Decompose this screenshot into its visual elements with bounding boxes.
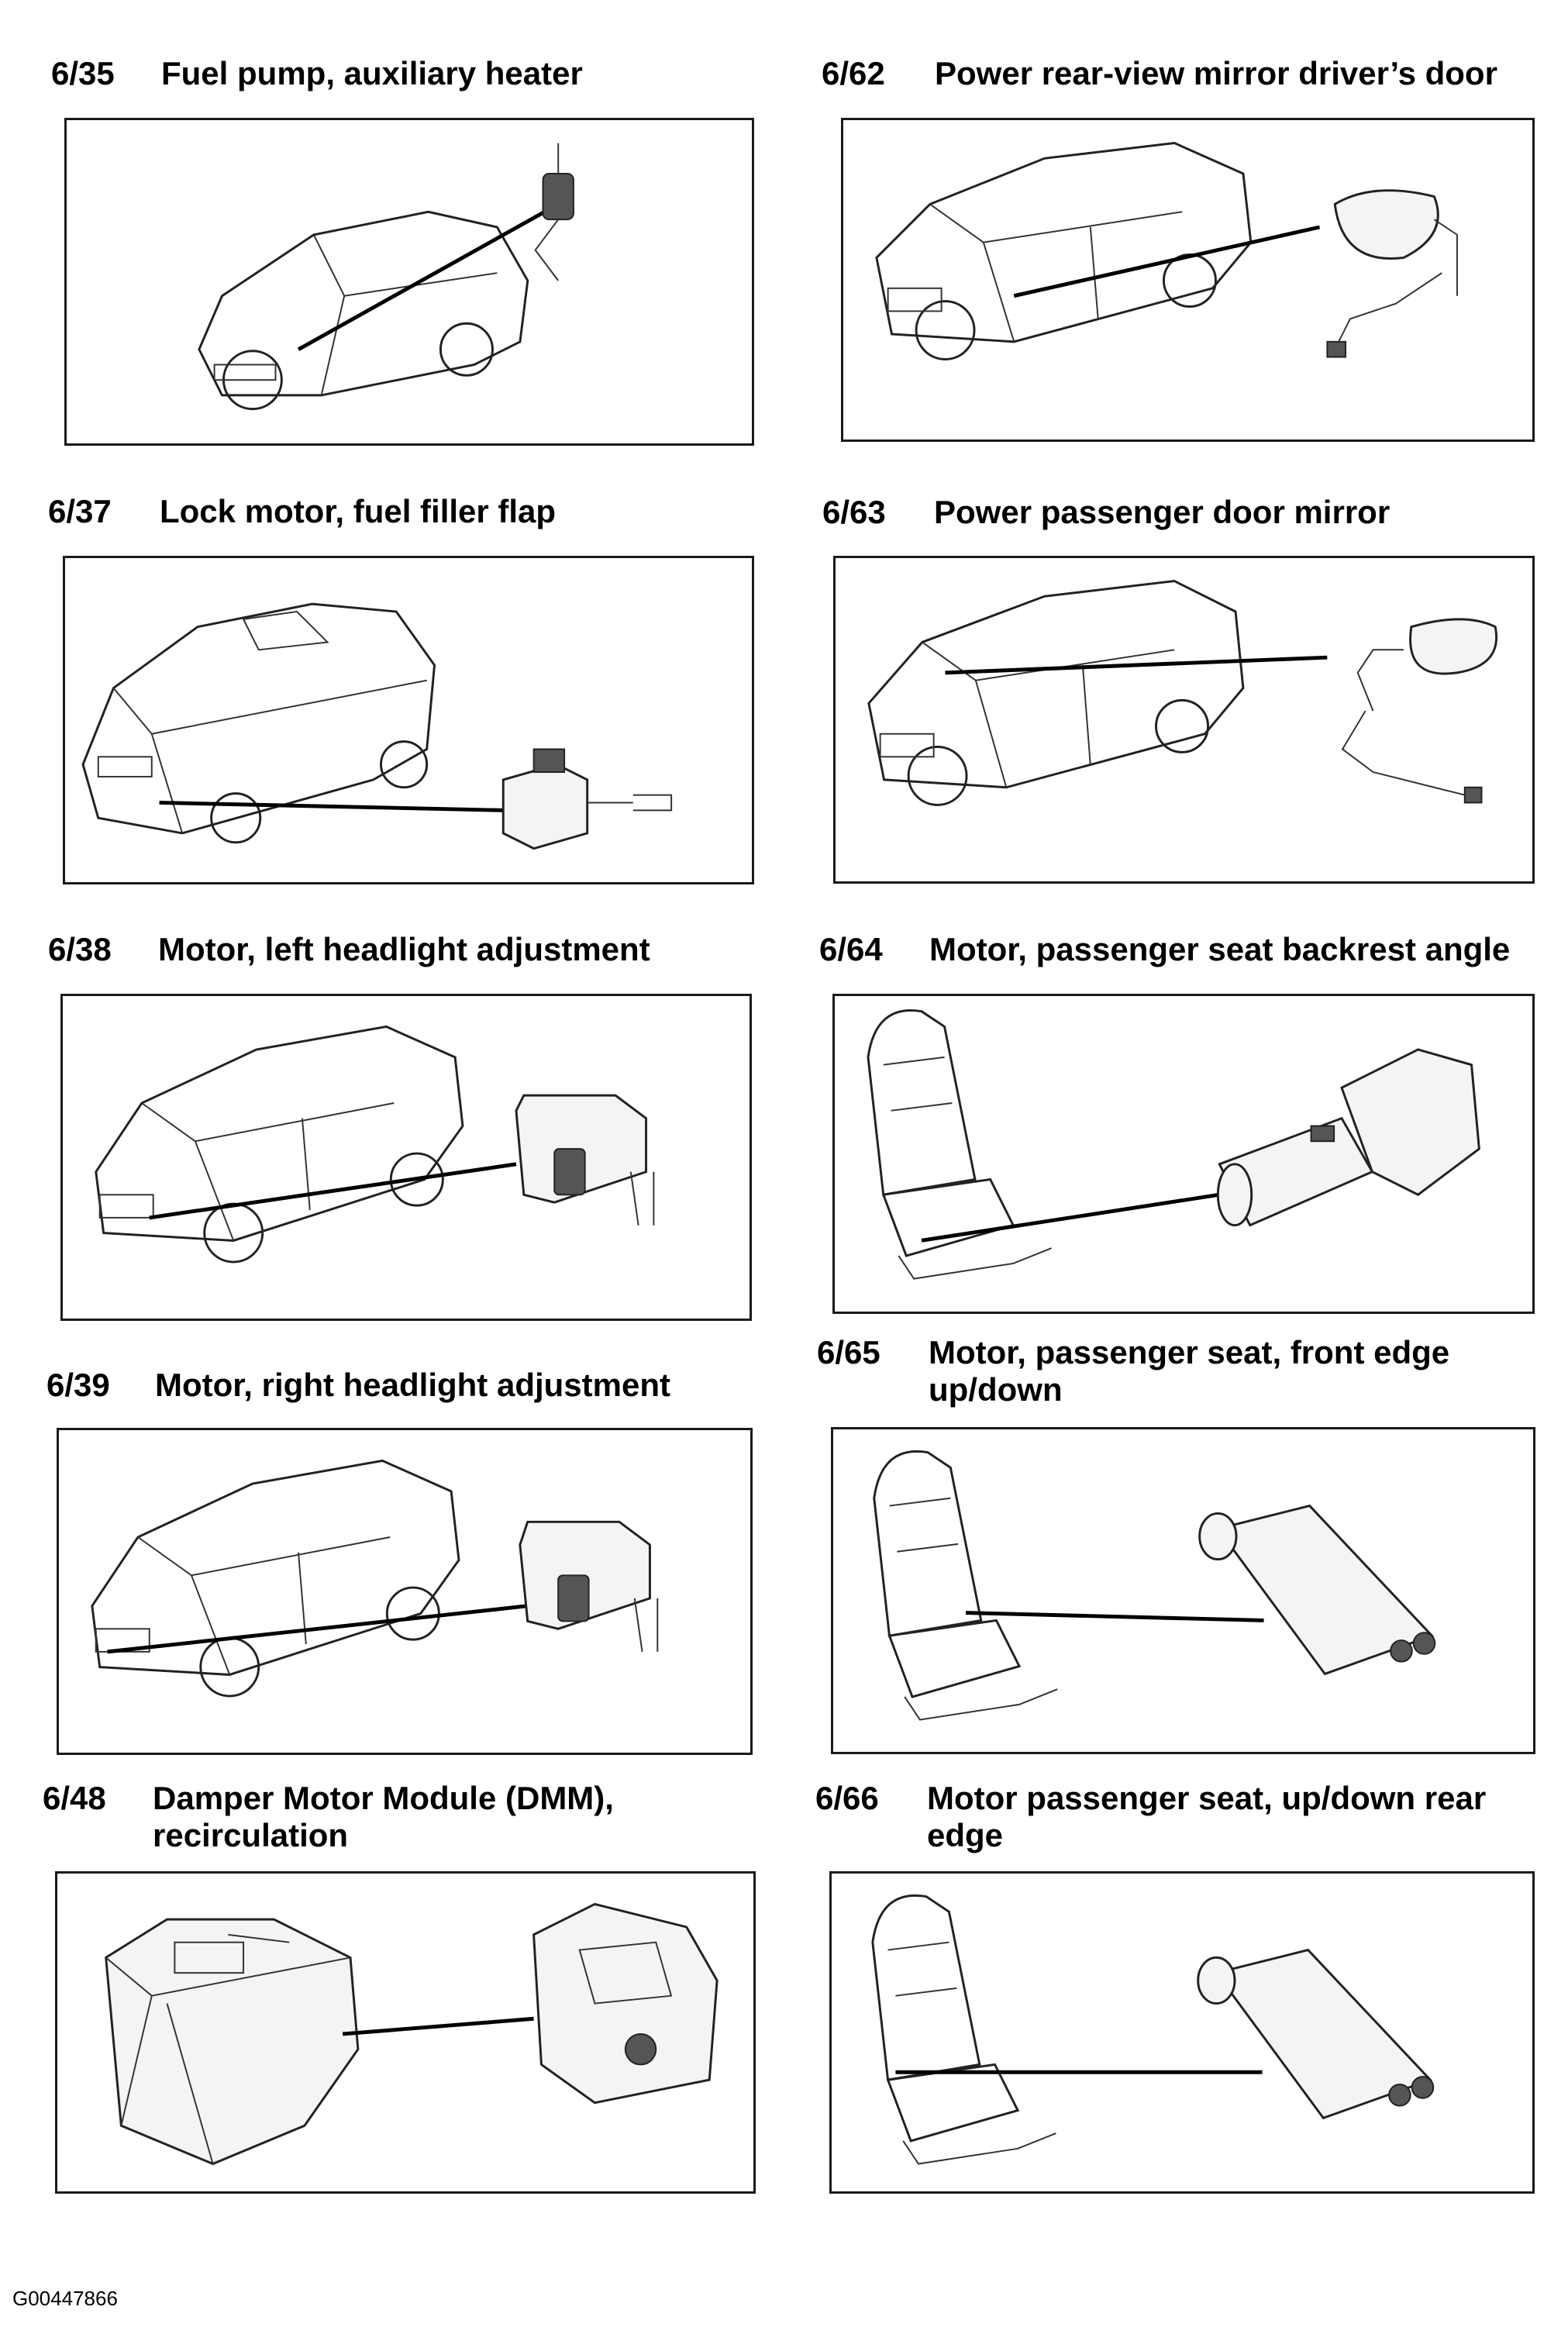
document-id: G00447866: [12, 2287, 118, 2310]
section-6-62: 6/62 Power rear-view mirror driver’s doo…: [784, 0, 1568, 465]
section-code: 6/66: [815, 1780, 879, 1816]
section-title: Power rear-view mirror driver’s door: [935, 55, 1497, 91]
hvac-unit-with-damper-motor-icon: [105, 1902, 719, 2166]
illustration-frame: [829, 1871, 1535, 2194]
section-6-48: 6/48 Damper Motor Module (DMM), recircul…: [0, 1775, 784, 2279]
section-code: 6/48: [43, 1780, 106, 1816]
illustration-frame: [60, 994, 752, 1321]
car-with-door-mirror-icon: [875, 142, 1458, 360]
car-with-headlight-motor-icon: [95, 1025, 655, 1264]
illustration-frame: [57, 1428, 753, 1755]
section-title: Fuel pump, auxiliary heater: [161, 55, 583, 91]
seat-with-motor-icon: [871, 1894, 1435, 2165]
car-with-door-mirror-icon: [867, 580, 1497, 806]
car-with-fuel-pump-icon: [198, 143, 574, 411]
illustration-frame: [832, 994, 1535, 1314]
section-code: 6/35: [51, 55, 115, 91]
section-title-line2: up/down: [929, 1371, 1063, 1408]
section-6-65: 6/65 Motor, passenger seat, front edge u…: [784, 1333, 1568, 1775]
illustration-frame: [64, 118, 754, 446]
illustration-frame: [831, 1427, 1535, 1754]
section-code: 6/64: [819, 931, 883, 967]
car-rear-with-lock-motor-icon: [81, 602, 673, 850]
section-title: Motor, passenger seat, front edge: [929, 1334, 1450, 1370]
section-6-35: 6/35 Fuel pump, auxiliary heater: [0, 0, 784, 465]
section-6-38: 6/38 Motor, left headlight adjustment: [0, 915, 784, 1357]
section-title: Motor, passenger seat backrest angle: [929, 931, 1511, 967]
seat-with-backrest-motor-icon: [867, 1009, 1480, 1280]
section-title-line2: edge: [927, 1817, 1004, 1853]
seat-with-motor-icon: [873, 1450, 1436, 1721]
section-code: 6/62: [822, 55, 885, 91]
illustration-frame: [55, 1871, 756, 2194]
car-with-headlight-motor-icon: [91, 1459, 659, 1698]
section-6-66: 6/66 Motor passenger seat, up/down rear …: [784, 1775, 1568, 2279]
section-code: 6/37: [48, 493, 112, 529]
section-6-37: 6/37 Lock motor, fuel filler flap: [0, 465, 784, 915]
illustration-frame: [841, 118, 1535, 442]
section-title: Motor, left headlight adjustment: [158, 931, 650, 967]
section-title: Motor passenger seat, up/down rear: [927, 1780, 1487, 1816]
illustration-frame: [833, 556, 1535, 884]
section-code: 6/39: [47, 1367, 110, 1403]
section-code: 6/65: [817, 1334, 880, 1370]
section-code: 6/38: [48, 931, 112, 967]
section-title: Lock motor, fuel filler flap: [160, 493, 557, 529]
section-title: Motor, right headlight adjustment: [155, 1367, 670, 1403]
section-6-39: 6/39 Motor, right headlight adjustment: [0, 1357, 784, 1775]
illustration-frame: [63, 556, 754, 884]
section-6-63: 6/63 Power passenger door mirror: [784, 465, 1568, 915]
section-title-line2: recirculation: [153, 1817, 349, 1853]
section-title: Power passenger door mirror: [934, 494, 1391, 530]
section-code: 6/63: [822, 494, 886, 530]
section-title: Damper Motor Module (DMM),: [153, 1780, 614, 1816]
section-6-64: 6/64 Motor, passenger seat backrest angl…: [784, 915, 1568, 1333]
